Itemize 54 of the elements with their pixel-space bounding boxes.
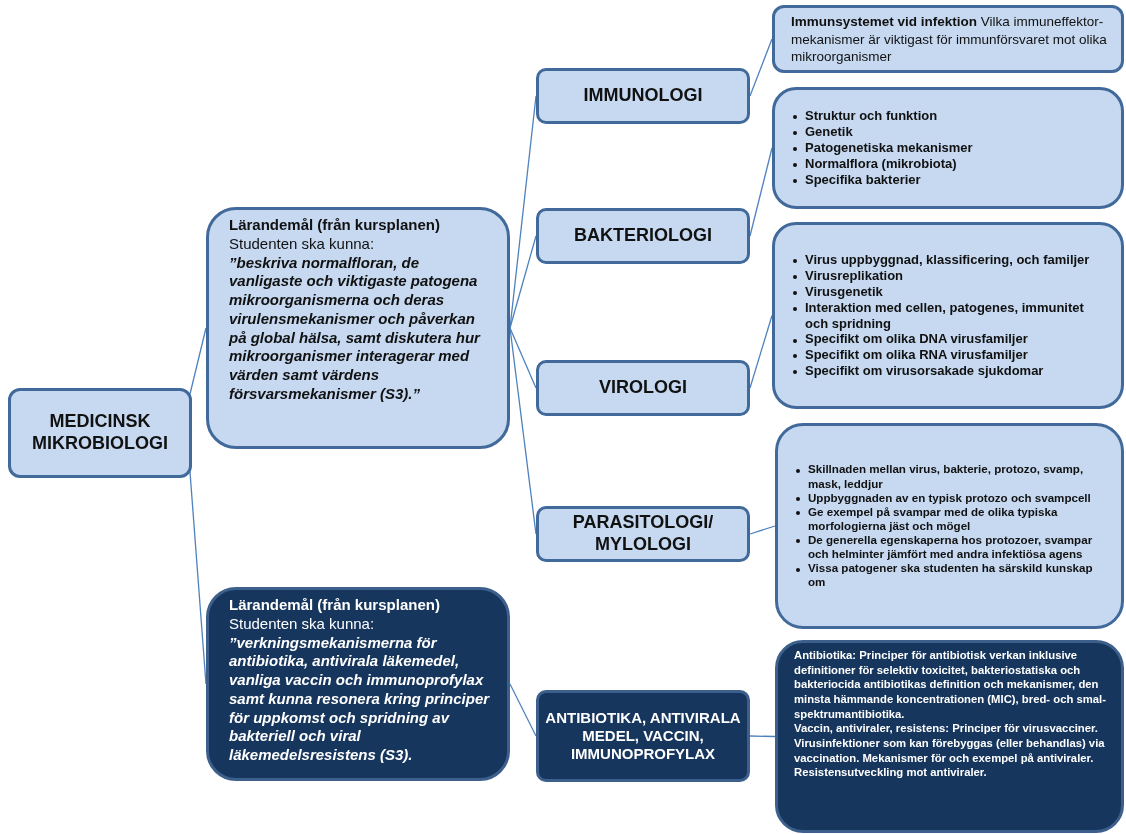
connector-line: [749, 525, 776, 535]
topic-box: [536, 360, 750, 416]
bullet-item: Normalflora (mikrobiota): [789, 155, 1109, 172]
goal-quote: ”verkningsmekanismerna för antibiotika, antivirala läkemedel, vanliga vaccin och immunoprofylax samt kunna resonera kring principer för uppkomst och spridning av bakteriell och viral läkemedelsresistens (S3).: [229, 633, 491, 765]
bullet-item: Specifikt om virusorsakade sjukdomar: [789, 363, 1109, 379]
bullet-item: Specifikt om olika DNA virusfamiljer: [789, 331, 1109, 348]
learning-goal-box: [206, 207, 510, 449]
topic-title: BAKTERIOLOGI: [574, 225, 712, 247]
topic-details-box: [772, 87, 1124, 209]
goal-heading: Lärandemål (från kursplanen): [229, 596, 441, 615]
learning-goal-box: [206, 587, 510, 781]
bullet-item: Genetik: [789, 124, 1109, 141]
topic-box: [8, 388, 192, 478]
connector-line: [509, 235, 537, 329]
topic-details-box: [775, 423, 1124, 629]
description-text: Vaccin, antiviraler, resistens: Principer för virusvacciner. Virusinfektioner som kan förebyggas (eller behandlas) via vaccination. Mekanismer för och exempel på antiviraler. Resistensutveckling mot antiviraler.: [794, 721, 1106, 781]
bullet-item: Virusreplikation: [789, 267, 1109, 284]
topic-title: IMMUNOLOGI: [583, 85, 703, 107]
topic-box: [536, 506, 750, 562]
goal-quote: ”beskriva normalfloran, de vanligaste och viktigaste patogena mikroorganismerna och deras virulensmekanismer och påverkan på global hälsa, samt diskutera hur mikroorganismer interagerar med värden samt värdens försvarsmekanismer (S3).”: [229, 253, 482, 404]
bullet-item: Ge exempel på svampar med de olika typiska morfologierna jäst och mögel: [792, 504, 1109, 534]
description-text: Antibiotika: Principer för antibiotisk verkan inklusive definitioner för selektiv toxicitet, bakteriostatiska och bakteriocida antibiotikas definition och mekanismer, den minsta hämmande koncentrationen (MIC), bred- och smal-spektrumantibiotika.: [794, 648, 1107, 722]
topic-title: PARASITOLOGI/ MYLOLOGI: [571, 512, 715, 556]
topic-title: MEDICINSK MIKROBIOLOGI: [31, 411, 169, 455]
bullet-item: Patogenetiska mekanismer: [789, 140, 1109, 156]
topic-box: [536, 68, 750, 124]
connector-line: [749, 147, 773, 237]
bullet-item: Struktur och funktion: [789, 108, 1109, 125]
bullet-item: Virusgenetik: [789, 283, 1109, 300]
topic-details-box: [772, 222, 1124, 409]
bullet-item: Interaktion med cellen, patogenes, immunitet och spridning: [789, 299, 1109, 332]
connector-line: [509, 683, 537, 737]
connector-line: [749, 735, 776, 738]
connector-line: [749, 38, 773, 97]
topic-title: ANTIBIOTIKA, ANTIVIRALA MEDEL, VACCIN, IMMUNOPROFYLAX: [545, 709, 741, 763]
bullet-item: Specifika bakterier: [789, 171, 1109, 188]
topic-details-box: [772, 5, 1124, 73]
topic-title: VIROLOGI: [599, 377, 687, 399]
topic-details-box: [775, 640, 1124, 833]
bullet-item: De generella egenskaperna hos protozoer, svampar och helminter jämfört med andra infektiösa agens: [792, 533, 1109, 562]
bullet-item: Virus uppbyggnad, klassificering, och familjer: [789, 252, 1109, 268]
topic-box: [536, 690, 750, 782]
goal-heading: Lärandemål (från kursplanen): [229, 216, 441, 235]
topic-box: [536, 208, 750, 264]
goal-intro: Studenten ska kunna:: [229, 614, 376, 634]
goal-intro: Studenten ska kunna:: [229, 234, 376, 254]
bullet-item: Uppbyggnaden av en typisk protozo och svampcell: [792, 490, 1109, 505]
connector-line: [749, 314, 773, 389]
bullet-item: Vissa patogener ska studenten ha särskild kunskap om: [792, 561, 1109, 590]
description-text: Immunsystemet vid infektion Vilka immuneffektor-mekanismer är viktigast för immunförsvaret mot olika mikroorganismer: [791, 13, 1108, 66]
connector-line: [189, 327, 207, 395]
bullet-item: Specifikt om olika RNA virusfamiljer: [789, 347, 1109, 364]
bullet-item: Skillnaden mellan virus, bakterie, protozo, svamp, mask, leddjur: [792, 462, 1109, 491]
connector-line: [509, 327, 537, 389]
